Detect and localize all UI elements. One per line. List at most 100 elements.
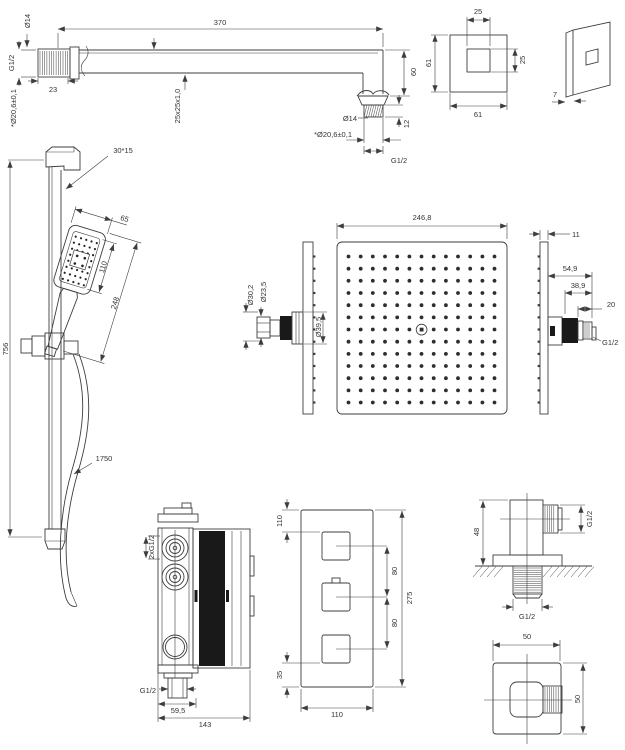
drawing-line: [480, 303, 485, 308]
drawing-line: [358, 278, 363, 283]
escutcheon-hole: [466, 48, 491, 73]
dim-head-pipe-dia: Ø23,5: [259, 282, 268, 302]
drawing-line: [84, 278, 87, 281]
drawing-line: [383, 315, 387, 320]
rail-bottom-cap: [44, 528, 66, 550]
escutcheon-side-hole: [585, 48, 599, 66]
drawing-line: [395, 376, 400, 381]
dim-esc-w: 61: [474, 110, 482, 119]
drawing-line: [407, 254, 412, 259]
drawing-line: [444, 339, 448, 344]
drawing-line: [419, 339, 424, 344]
drawing-line: [480, 364, 485, 368]
drawing-line: [468, 303, 473, 308]
drawing-line: [70, 247, 74, 250]
drawing-line: [444, 352, 448, 356]
drawing-line: [313, 401, 316, 404]
dim-valve-bottom-offset: 35: [275, 671, 284, 679]
drawing-line: [346, 376, 351, 381]
drawing-line: [407, 315, 412, 320]
drawing-line: [383, 388, 387, 393]
drawing-line: [444, 291, 448, 295]
view-head-front: 246,8: [336, 213, 508, 415]
drawing-line: [346, 352, 351, 356]
drawing-line: [93, 247, 97, 251]
drawing-line: [407, 278, 412, 283]
dim-valve-pitch-upper: 80: [390, 567, 399, 575]
dim-arm-thread: G1/2: [7, 55, 16, 71]
view-outlet-plate: 50 50: [484, 632, 587, 744]
drawing-line: [81, 270, 84, 273]
drawing-line: [313, 316, 316, 319]
dim-valve-top-offset: 110: [275, 515, 284, 527]
drawing-line: [468, 278, 473, 283]
dim-valve-depth-front: 59,5: [171, 706, 186, 715]
valve-front-plate: [300, 509, 374, 688]
drawing-line: [269, 319, 281, 337]
drawing-line: [431, 315, 436, 320]
dim-valve-height: 275: [405, 592, 414, 605]
drawing-line: [395, 327, 400, 332]
drawing-line: [431, 266, 436, 271]
valve-cartridge: [199, 531, 225, 666]
drawing-line: [65, 353, 90, 593]
drawing-line: [419, 352, 424, 356]
drawing-line: [81, 264, 84, 268]
drawing-line: [480, 400, 485, 405]
drawing-line: [366, 104, 370, 118]
dim-head-conn-len3: 20: [607, 300, 615, 309]
drawing-line: [75, 254, 79, 258]
dim-elbow-side-thread: G1/2: [585, 511, 594, 527]
drawing-line: [444, 303, 448, 308]
view-shower-arm: 370 Ø14 G1/2 *Ø20,6±0,1 23 25x25x1,0 60 …: [7, 14, 418, 165]
drawing-line: [542, 685, 563, 714]
drawing-line: [456, 327, 460, 332]
head-nozzle-ticks-r: [537, 255, 540, 404]
drawing-line: [59, 231, 101, 289]
drawing-line: [358, 291, 363, 295]
drawing-line: [79, 237, 83, 240]
head-seal-ring: [280, 316, 292, 340]
dim-esc-thickness: 7: [553, 90, 557, 99]
drawing-line: [383, 400, 387, 405]
drawing-line: [456, 315, 460, 320]
dim-arm-outlet-collar-dia: *Ø20,6±0,1: [314, 130, 352, 139]
drawing-line: [419, 364, 424, 368]
drawing-line: [73, 462, 93, 475]
drawing-line: [70, 267, 73, 270]
drawing-line: [69, 249, 91, 271]
slider-knob: [20, 338, 33, 354]
drawing-line: [346, 266, 351, 271]
drawing-line: [100, 242, 138, 362]
drawing-line: [492, 364, 497, 368]
drawing-line: [109, 233, 142, 244]
drawing-line: [395, 388, 400, 393]
drawing-line: [556, 566, 567, 578]
view-escutcheon-front: 25 61 25 61: [424, 7, 527, 119]
dim-head-conn-len: 54,9: [563, 264, 578, 273]
drawing-line: [358, 315, 363, 320]
dim-rail-height: 756: [1, 343, 10, 356]
drawing-line: [395, 303, 400, 308]
dim-arm-profile: 25x25x1,0: [173, 89, 182, 124]
drawing-line: [419, 315, 424, 320]
drawing-line: [83, 244, 86, 247]
drawing-line: [363, 104, 384, 118]
rail-top-bracket: [45, 146, 81, 171]
drawing-line: [70, 206, 77, 223]
drawing-line: [468, 339, 473, 344]
drawing-line: [407, 352, 412, 356]
escutcheon-plate: [449, 34, 508, 93]
drawing-line: [395, 400, 400, 405]
drawing-line: [537, 255, 540, 258]
drawing-line: [431, 388, 436, 393]
drawing-line: [492, 291, 497, 295]
drawing-line: [358, 364, 363, 368]
drawing-line: [383, 278, 387, 283]
drawing-line: [75, 268, 79, 272]
drawing-line: [63, 271, 66, 274]
drawing-line: [480, 327, 485, 332]
drawing-line: [468, 266, 473, 271]
drawing-line: [313, 389, 316, 392]
drawing-line: [358, 303, 363, 308]
